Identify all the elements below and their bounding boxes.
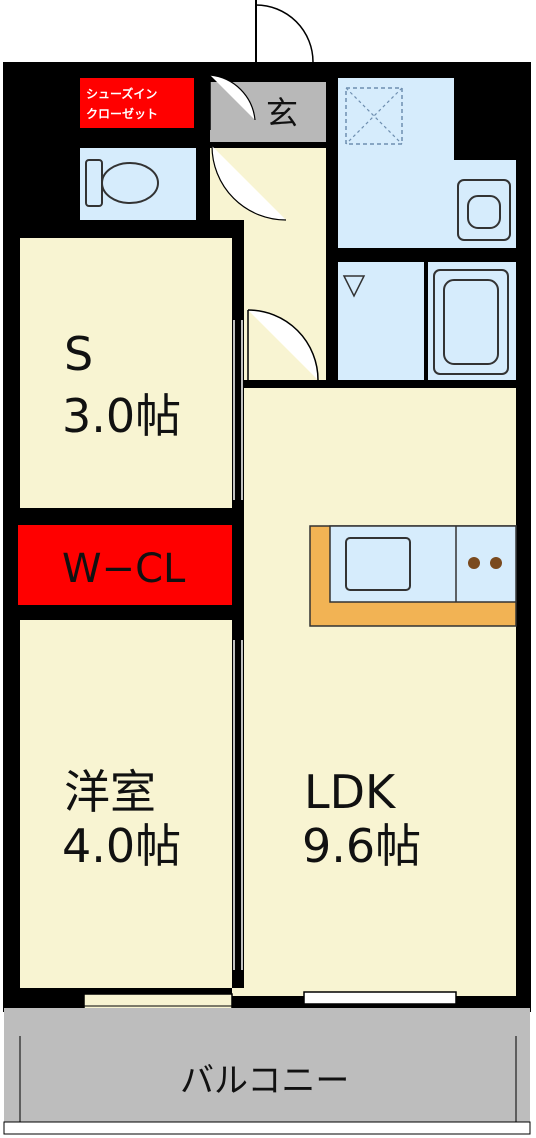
wash-basin-icon (457, 179, 511, 241)
walk-in-closet (18, 525, 232, 605)
s-room-name: S (64, 327, 93, 381)
western-room-size: 4.0帖 (62, 819, 181, 873)
kitchen-counter (309, 525, 517, 627)
wall (20, 220, 232, 238)
wall (244, 380, 516, 388)
wall (20, 605, 232, 620)
balcony-label: バルコニー (180, 1061, 349, 1101)
bathroom (338, 262, 424, 380)
wall (20, 988, 232, 996)
drain-icon (342, 275, 366, 298)
wall (232, 220, 244, 988)
s-room-size: 3.0帖 (62, 389, 181, 443)
s-room-door-icon (244, 306, 326, 381)
wall (196, 78, 210, 226)
stove-icon (468, 557, 502, 569)
shoes-in-closet (80, 78, 194, 128)
toilet-icon (85, 159, 159, 207)
window (303, 991, 457, 1005)
ldk-name: LDK (304, 765, 397, 819)
shoes-closet-label-1: シューズイン (86, 86, 157, 101)
sink-icon (345, 537, 411, 591)
ldk-floor (244, 386, 516, 994)
shoes-closet-label-2: クローゼット (86, 106, 158, 121)
ldk-size: 9.6帖 (302, 819, 421, 873)
balcony (4, 1008, 530, 1128)
wall (326, 62, 338, 388)
balcony-railing (3, 1121, 531, 1135)
bathtub-icon (433, 269, 509, 375)
wall (454, 62, 516, 160)
wall (20, 508, 232, 525)
laundry-space-icon (345, 87, 403, 145)
balcony-wall (244, 1004, 516, 1008)
western-room-floor (20, 620, 232, 988)
s-room-floor (20, 238, 232, 508)
entrance-label: 玄 (266, 94, 298, 132)
sliding-door (233, 320, 243, 970)
western-room-name: 洋室 (64, 765, 156, 819)
wall (80, 128, 196, 148)
wall (338, 248, 516, 262)
toilet-door-icon (211, 145, 287, 221)
walk-in-closet-label: W−CL (62, 546, 186, 592)
wall (424, 262, 428, 380)
